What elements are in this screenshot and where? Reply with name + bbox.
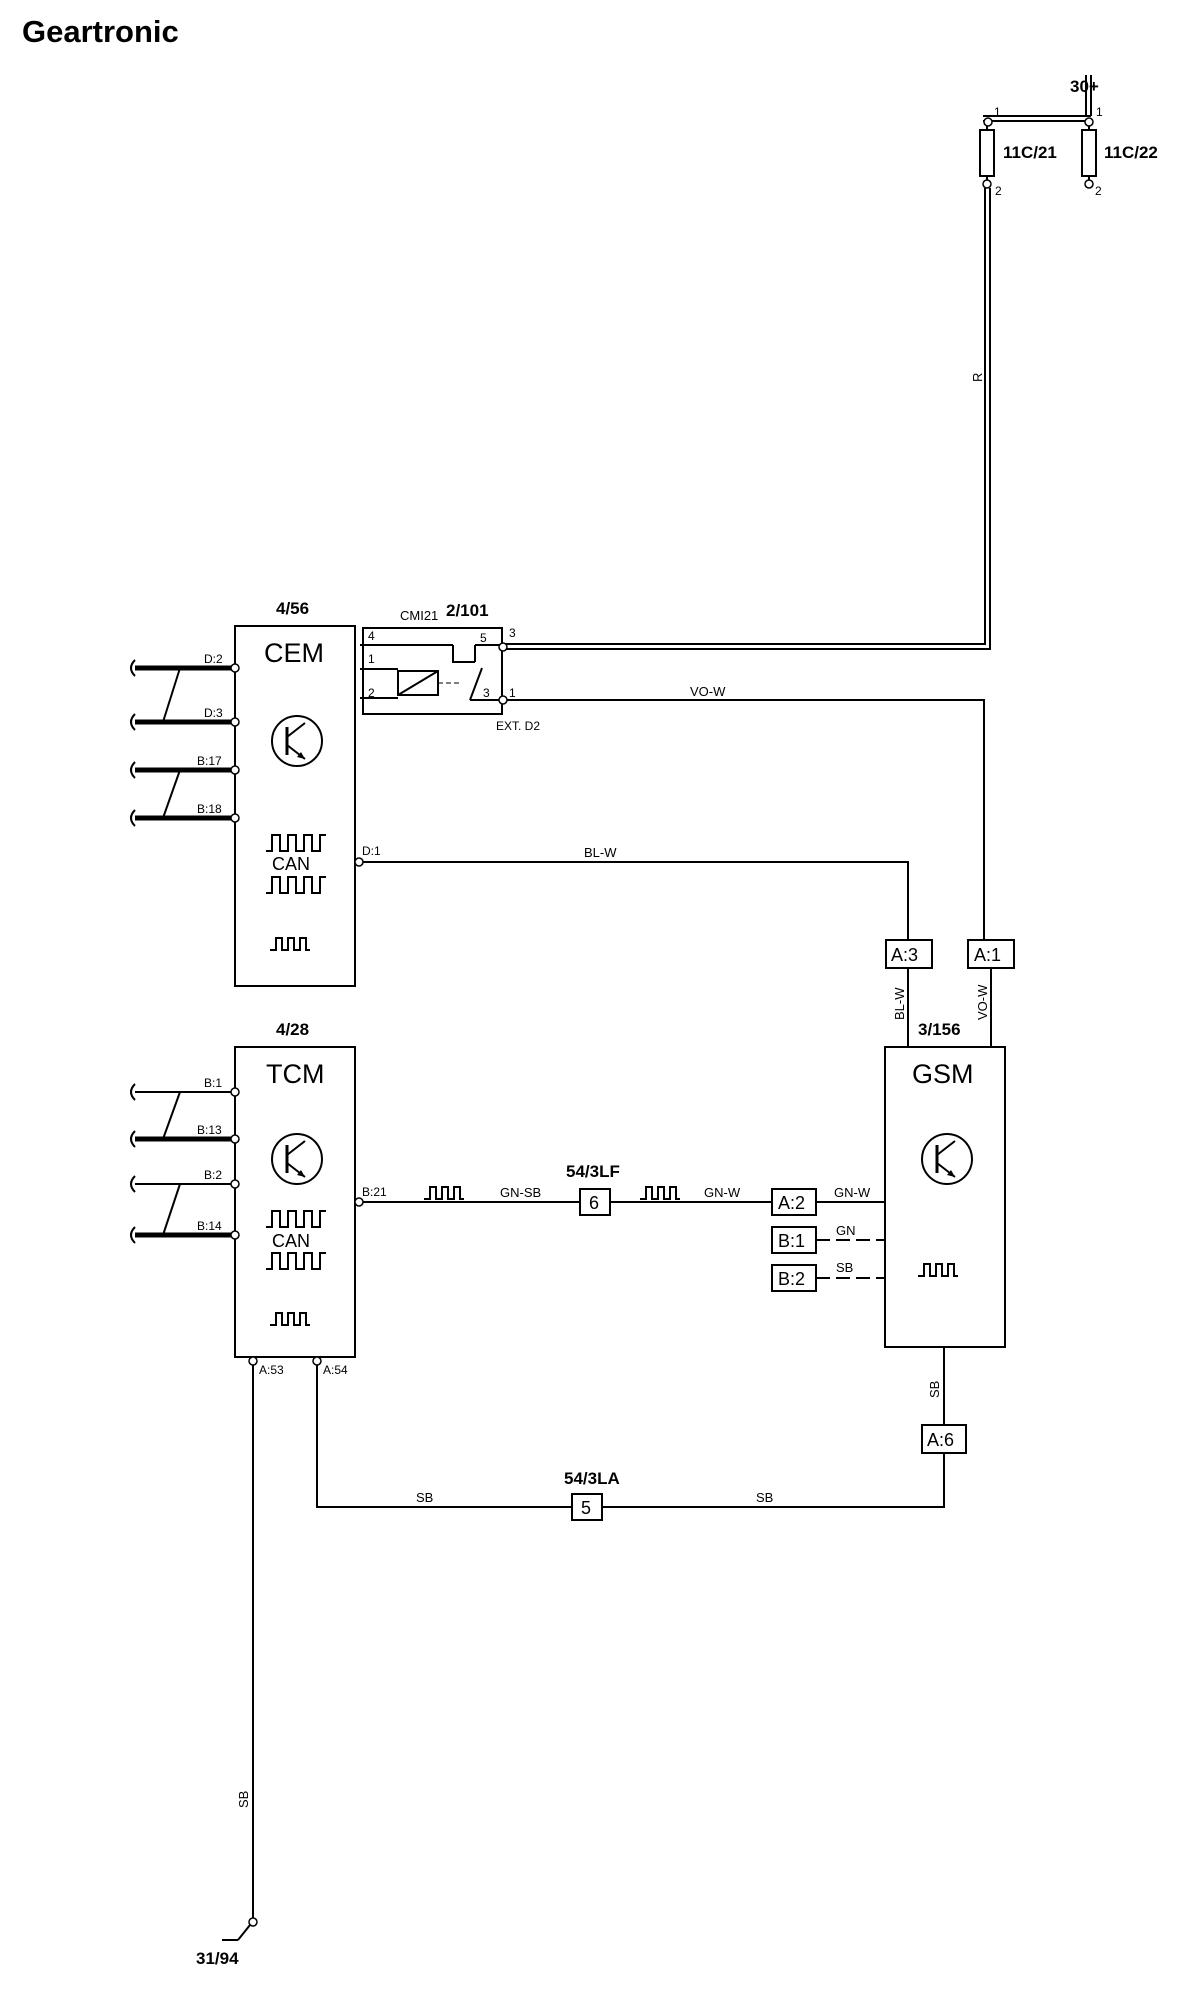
- splice-num: 6: [589, 1193, 599, 1213]
- ground-label: 31/94: [196, 1949, 239, 1968]
- wire-vo-w: VO-W: [507, 684, 985, 940]
- connector-label: A:3: [891, 945, 918, 965]
- pin-label: D:1: [362, 844, 381, 858]
- fuse-11c21-label: 11C/21: [1003, 143, 1057, 162]
- connector-label: A:6: [927, 1430, 954, 1450]
- wire-label: SB: [416, 1490, 433, 1505]
- wire-sb-ground: SB 31/94: [196, 1365, 258, 1968]
- relay-pin: 3: [509, 626, 516, 640]
- pin-label: D:3: [204, 706, 223, 720]
- page-title: Geartronic: [22, 14, 179, 49]
- fuse-pin-label: 2: [995, 184, 1002, 198]
- connector-label: B:2: [778, 1269, 805, 1289]
- wire-bl-w: BL-W: [363, 845, 909, 940]
- pin-label: B:18: [197, 802, 222, 816]
- relay-pin: 1: [509, 686, 516, 700]
- connector-a2: [771, 1188, 817, 1216]
- wire-label: GN-SB: [500, 1185, 541, 1200]
- wire-label: SB: [756, 1490, 773, 1505]
- tcm-can-label: CAN: [272, 1231, 310, 1251]
- gsm-module: 3/156 GSM: [884, 1020, 1006, 1348]
- transistor-icon: [270, 714, 324, 768]
- wire-label: VO-W: [975, 984, 990, 1020]
- wire-r: R: [502, 188, 991, 650]
- square-wave-icon: [423, 1186, 465, 1200]
- pin-label: B:17: [197, 754, 222, 768]
- cem-ref: 4/56: [276, 599, 309, 618]
- pin-label: B:13: [197, 1123, 222, 1137]
- supply-label: 30+: [1070, 77, 1099, 96]
- connector-label: A:1: [974, 945, 1001, 965]
- connector-label: A:2: [778, 1193, 805, 1213]
- wire-label: GN-W: [704, 1185, 741, 1200]
- pin-label: B:2: [204, 1168, 222, 1182]
- fuse-block: 30+ 11C/21 11C/22 1 1 2 2: [979, 75, 1158, 198]
- cem-can-label: CAN: [272, 854, 310, 874]
- fuse-pin-label: 1: [1096, 105, 1103, 119]
- connector-b1: [771, 1226, 817, 1254]
- splice-num: 5: [581, 1498, 591, 1518]
- connector-label: B:1: [778, 1231, 805, 1251]
- transistor-icon: [920, 1132, 974, 1186]
- wire-label: SB: [927, 1381, 942, 1398]
- gsm-top-connectors: A:3 A:1 BL-W VO-W: [885, 939, 1015, 1047]
- fuse-pin-label: 2: [1095, 184, 1102, 198]
- tcm-module: 4/28 TCM CAN B:1 B:13 B:2 B:14 B:21 A:: [130, 1020, 387, 1377]
- relay-2-101: 2/101 CMI21 EXT. D2 4 1 2 5 3 3 1: [360, 601, 540, 733]
- pin-label: A:54: [323, 1363, 348, 1377]
- tcm-ref: 4/28: [276, 1020, 309, 1039]
- connector-b2: [771, 1264, 817, 1292]
- relay-pin: 3: [483, 686, 490, 700]
- splice-ref: 54/3LF: [566, 1162, 620, 1181]
- relay-ext-label: EXT. D2: [496, 719, 540, 733]
- cem-name: CEM: [264, 638, 324, 668]
- fuse-pin-label: 1: [994, 105, 1001, 119]
- gsm-ref: 3/156: [918, 1020, 961, 1039]
- wire-label: BL-W: [584, 845, 617, 860]
- wire-label: VO-W: [690, 684, 726, 699]
- wire-label: SB: [236, 1791, 251, 1808]
- connector-a3: [885, 939, 933, 969]
- tcm-left-connectors: B:1 B:13 B:2 B:14: [130, 1076, 240, 1244]
- wire-label: BL-W: [892, 987, 907, 1020]
- cem-left-connectors: D:2 D:3 B:17 B:18: [130, 652, 240, 827]
- tcm-name: TCM: [266, 1059, 324, 1089]
- wire-label: GN: [836, 1223, 856, 1238]
- relay-pin: 5: [480, 631, 487, 645]
- splice-ref: 54/3LA: [564, 1469, 620, 1488]
- fuse-11c22-label: 11C/22: [1104, 143, 1158, 162]
- cem-module: 4/56 CEM CAN D:2 D:3 B:17 B:18 D:1: [130, 599, 381, 987]
- wire-label: R: [970, 373, 985, 382]
- fuse-11c21: [979, 129, 995, 177]
- square-wave-icon: [639, 1186, 681, 1200]
- connector-a1: [967, 939, 1015, 969]
- pin-label: B:21: [362, 1185, 387, 1199]
- transistor-icon: [270, 1132, 324, 1186]
- pin-label: D:2: [204, 652, 223, 666]
- relay-pin: 4: [368, 629, 375, 643]
- wire-label: GN-W: [834, 1185, 871, 1200]
- relay-pin: 2: [368, 686, 375, 700]
- pin-label: B:14: [197, 1219, 222, 1233]
- wire-sb-gsm: SB A:6 5 54/3LA SB SB: [316, 1347, 967, 1521]
- gsm-b-connectors: B:1 GN B:2 SB: [771, 1223, 885, 1292]
- relay-pin: 1: [368, 652, 375, 666]
- wire-gn-sb: GN-SB 6 54/3LF GN-W A:2 GN-W: [363, 1162, 885, 1216]
- pin-label: B:1: [204, 1076, 222, 1090]
- fuse-11c22: [1081, 129, 1097, 177]
- relay-ref: 2/101: [446, 601, 489, 620]
- gsm-name: GSM: [912, 1059, 974, 1089]
- relay-name: CMI21: [400, 608, 438, 623]
- wire-label: SB: [836, 1260, 853, 1275]
- splice-54-3la: [571, 1493, 603, 1521]
- pin-label: A:53: [259, 1363, 284, 1377]
